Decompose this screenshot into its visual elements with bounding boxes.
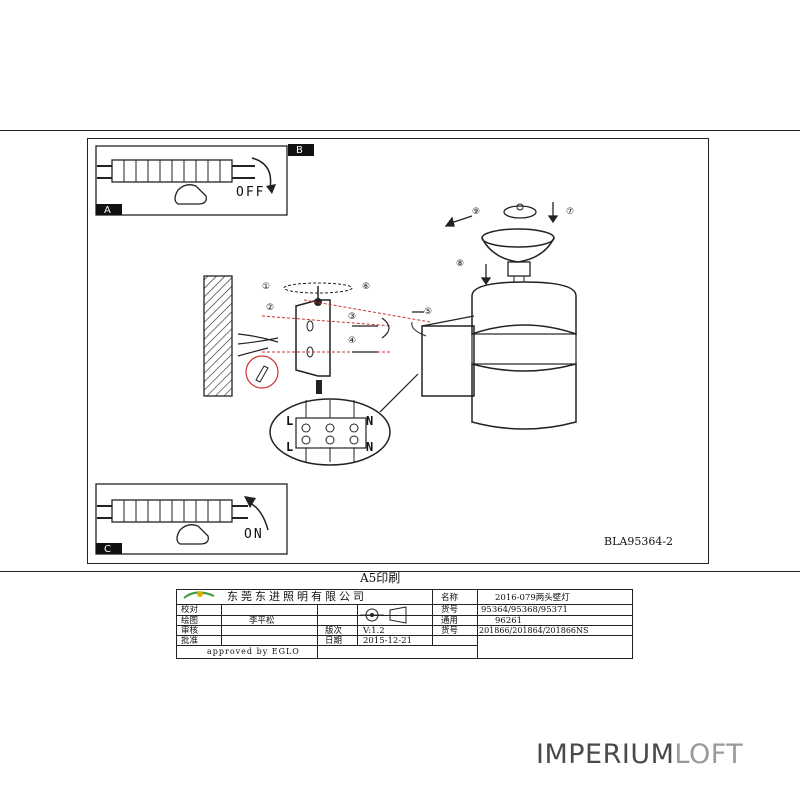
- company-name: 东莞东进照明有限公司: [227, 590, 367, 603]
- step-9-label: ⑨: [472, 207, 481, 217]
- item-label: 货号: [441, 605, 459, 615]
- inset-label-c: C: [104, 544, 111, 555]
- title-block: 东莞东进照明有限公司 校对 绘图 审核 批准 李平松 版次 V:1.2 日期 2…: [176, 589, 633, 659]
- approved-by: approved by EGLO: [207, 647, 300, 656]
- mounting-bracket: [283, 282, 353, 394]
- row-check: 校对: [181, 605, 199, 615]
- inset-label-a: A: [104, 205, 111, 216]
- drafter-name: 李平松: [249, 616, 275, 626]
- wiring-detail: [269, 373, 419, 466]
- wall-plug-detail: [245, 355, 279, 389]
- row-review: 审核: [181, 626, 199, 636]
- drawing-sheet: [0, 130, 800, 572]
- supply-cable: [237, 333, 279, 357]
- date-value: 2015-12-21: [363, 636, 413, 646]
- step-1-label: ①: [262, 282, 271, 292]
- product-name: 2016-079两头壁灯: [495, 593, 570, 603]
- rotation-arrows: [412, 202, 559, 313]
- wiring-n-bottom: N: [366, 440, 374, 454]
- print-format: A5印刷: [360, 571, 401, 585]
- step-3-label: ③: [348, 312, 357, 322]
- hand-icon: [174, 184, 207, 205]
- company-logo: [183, 591, 215, 599]
- off-label: OFF: [236, 185, 266, 200]
- wiring-l-bottom: L: [286, 440, 294, 454]
- inset-power-on: [95, 483, 288, 555]
- watermark-part1: IMPERIUM: [536, 739, 675, 770]
- inset-power-off: [95, 144, 314, 216]
- fixing-screws: [261, 299, 431, 353]
- hand-icon: [176, 524, 209, 545]
- rotate-arrow-icon: [251, 157, 272, 189]
- step-4-label: ④: [348, 336, 357, 346]
- wall-section: [203, 275, 233, 397]
- step-5-label: ⑤: [424, 307, 433, 317]
- row-drawn: 绘图: [181, 616, 199, 626]
- version-label: 版次: [325, 626, 343, 636]
- name-label: 名称: [441, 593, 459, 603]
- watermark-logo: IMPERIUMLOFT: [536, 739, 743, 770]
- wiring-l-top: L: [286, 414, 294, 428]
- on-label: ON: [244, 527, 264, 542]
- wall-lamp-body: [411, 281, 577, 430]
- step-2-label: ②: [266, 303, 275, 313]
- step-6-label: ⑥: [362, 282, 371, 292]
- inset-label-b: B: [296, 145, 303, 156]
- terminal-block-icon: [97, 159, 255, 183]
- screw-icons: [352, 317, 390, 353]
- step-7-label: ⑦: [566, 207, 575, 217]
- terminal-block-icon: [97, 499, 248, 523]
- item-numbers: 95364/95368/95371: [481, 605, 568, 615]
- applicable-label: 通用: [441, 616, 459, 626]
- applicable-code: 96261: [495, 616, 523, 626]
- version-value: V:1.2: [363, 626, 385, 636]
- applicable-items: 201866/201864/201866NS: [479, 626, 589, 635]
- date-label: 日期: [325, 636, 343, 646]
- wiring-n-top: N: [366, 414, 374, 428]
- row-approve: 批准: [181, 636, 199, 646]
- step-8-label: ⑧: [456, 259, 465, 269]
- drawing-frame: [87, 138, 709, 564]
- watermark-part2: LOFT: [674, 739, 744, 770]
- reflector-and-bulb: [481, 203, 555, 282]
- applicable-item-label: 货号: [441, 626, 459, 636]
- drawing-number: BLA95364-2: [604, 535, 674, 548]
